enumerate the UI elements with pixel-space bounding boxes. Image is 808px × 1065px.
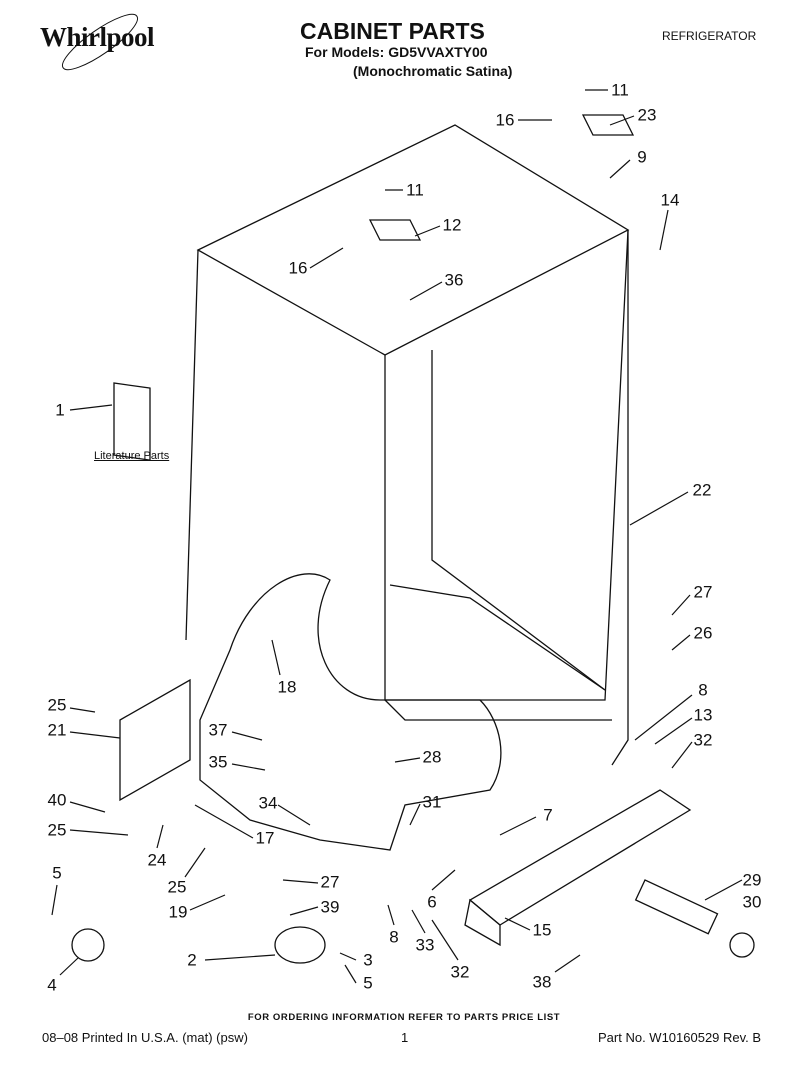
cabinet-shell <box>185 124 630 766</box>
callout: 35 <box>208 752 228 772</box>
defrost-drain-tube <box>634 879 755 958</box>
page-title: CABINET PARTS <box>300 18 485 44</box>
callout: 18 <box>277 677 297 697</box>
callout: 29 <box>742 870 762 890</box>
literature-booklet <box>113 382 151 461</box>
callout: 5 <box>52 863 62 883</box>
callout: 4 <box>47 975 57 995</box>
callout: 14 <box>660 190 680 210</box>
callout: 6 <box>427 892 437 912</box>
callout: 21 <box>47 720 67 740</box>
callout: 5 <box>363 973 373 993</box>
callout: 13 <box>693 705 713 725</box>
evaporator-cover <box>464 789 692 947</box>
callout: 37 <box>208 720 228 740</box>
callout: 34 <box>258 793 278 813</box>
callout: 22 <box>692 480 712 500</box>
page-number: 1 <box>401 1030 409 1045</box>
callout: 33 <box>415 935 435 955</box>
callout: 3 <box>363 950 373 970</box>
callout: 36 <box>444 270 464 290</box>
whirlpool-logo: Whirlpool <box>40 22 155 52</box>
callout: 38 <box>532 972 552 992</box>
callout: 26 <box>693 623 713 643</box>
callout: 27 <box>320 872 340 892</box>
callout: 31 <box>422 792 442 812</box>
callout: 40 <box>47 790 67 810</box>
callout: 1 <box>55 400 65 420</box>
callout: 11 <box>611 80 629 100</box>
callout: 25 <box>47 695 67 715</box>
callout: 25 <box>47 820 67 840</box>
callout: 17 <box>255 828 275 848</box>
callout: 32 <box>693 730 713 750</box>
callout: 7 <box>543 805 553 825</box>
rear-panel <box>119 678 191 802</box>
model-number: For Models: GD5VVAXTY00 <box>305 44 488 60</box>
caster-roller <box>71 928 105 962</box>
cutaway-area <box>199 573 502 851</box>
callout: 32 <box>450 962 470 982</box>
callout: 19 <box>168 902 188 922</box>
callout: 30 <box>742 892 762 912</box>
callout: 8 <box>698 680 708 700</box>
callout: 25 <box>167 877 187 897</box>
literature-parts-label: Literature Parts <box>94 450 170 462</box>
callout: 9 <box>637 147 647 167</box>
hinge-top-center <box>368 219 422 241</box>
callout: 15 <box>532 920 552 940</box>
callout: 16 <box>288 258 308 278</box>
appliance-category: REFRIGERATOR <box>662 29 757 43</box>
callout: 12 <box>442 215 462 235</box>
callout: 8 <box>389 927 399 947</box>
callout: 16 <box>495 110 515 130</box>
callout: 27 <box>693 582 713 602</box>
ordering-note: FOR ORDERING INFORMATION REFER TO PARTS … <box>247 1012 561 1023</box>
print-info: 08–08 Printed In U.S.A. (mat) (psw) <box>42 1030 248 1045</box>
part-number: Part No. W10160529 Rev. B <box>598 1030 762 1045</box>
callout: 23 <box>637 105 657 125</box>
callout: 24 <box>147 850 167 870</box>
callout: 11 <box>406 180 424 200</box>
leveling-leg <box>274 926 326 964</box>
logo-swoosh <box>62 13 138 71</box>
model-variant: (Monochromatic Satina) <box>353 63 513 79</box>
callout: 28 <box>422 747 442 767</box>
callout: 39 <box>320 897 340 917</box>
callout: 2 <box>187 950 197 970</box>
leader-lines <box>51 89 743 984</box>
hinge-top-right <box>581 114 635 136</box>
